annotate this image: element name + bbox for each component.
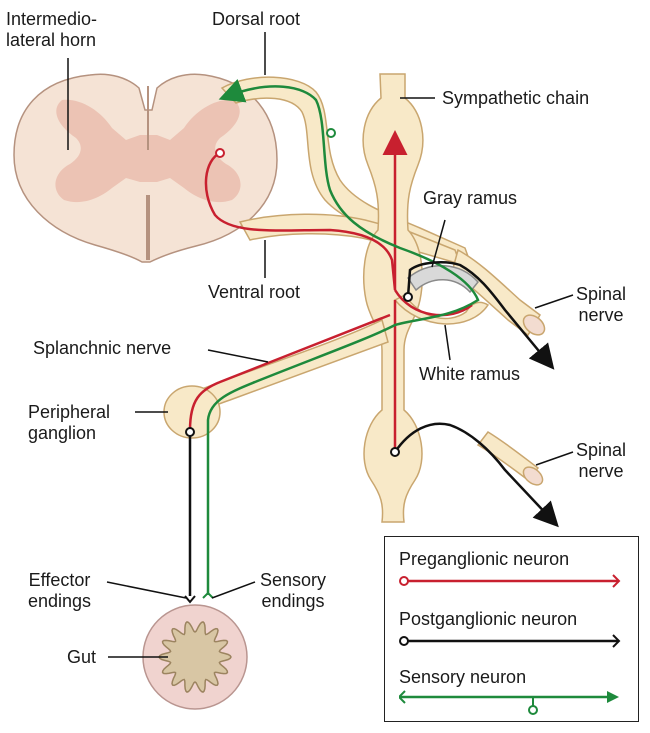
label-peripheral-ganglion-line2: ganglion: [28, 423, 97, 443]
lower-spinal-nerve-cut: [522, 466, 544, 486]
label-spinal-nerve-lower: Spinal nerve: [576, 440, 626, 482]
upper-spinal-nerve-cut: [522, 314, 546, 336]
chain-ganglion-cell-lower: [390, 447, 400, 457]
leader-spinal-nerve-lower: [535, 451, 574, 466]
gray-ramus: [406, 265, 479, 294]
white-ramus: [393, 294, 490, 325]
label-peripheral-ganglion-line1: Peripheral: [28, 402, 111, 422]
lower-spinal-nerve: [476, 431, 540, 482]
gut: [142, 604, 248, 710]
label-sensory-endings: Sensory endings: [260, 570, 326, 612]
legend-preganglionic-line: [399, 574, 621, 588]
label-gray-ramus: Gray ramus: [423, 188, 518, 208]
label-ventral-root: Ventral root: [208, 282, 301, 302]
legend-sensory-label: Sensory neuron: [399, 667, 527, 687]
legend-postganglionic-label: Postganglionic neuron: [399, 609, 578, 629]
label-sensory-endings-line2: endings: [261, 591, 325, 611]
label-gut: Gut: [67, 647, 97, 667]
chain-ganglion-cell-upper: [403, 292, 413, 302]
label-intermediolateral-horn-line1: Intermedio-: [6, 9, 98, 29]
preganglionic-neuron-to-chain: [204, 130, 408, 291]
label-sympathetic-chain: Sympathetic chain: [442, 88, 590, 108]
preganglionic-neuron-to-ganglion: [188, 313, 391, 431]
label-sensory-endings-line1: Sensory: [260, 570, 327, 590]
sensory-neuron-cell-body: [326, 128, 336, 138]
legend: Preganglionic neuron Postganglionic neur…: [384, 536, 639, 722]
effector-ending-mark: [184, 595, 196, 604]
label-spinal-nerve-lower-line2: nerve: [578, 461, 624, 481]
spinal-cord-gray-matter: [55, 99, 241, 203]
leader-splanchnic-nerve: [207, 349, 269, 363]
sympathetic-chain: [362, 73, 424, 523]
postganglionic-neuron-lower: [393, 422, 559, 528]
label-spinal-nerve-upper-line1: Spinal: [576, 284, 627, 304]
leader-white-ramus: [444, 324, 451, 361]
label-peripheral-ganglion: Peripheral ganglion: [28, 402, 110, 444]
label-intermediolateral-horn-line2: lateral horn: [6, 30, 97, 50]
legend-preganglionic-label: Preganglionic neuron: [399, 549, 570, 569]
legend-sensory-line: [399, 690, 619, 715]
leader-effector-endings: [106, 581, 187, 599]
label-spinal-nerve-lower-line1: Spinal: [576, 440, 627, 460]
preganglionic-cell-body: [215, 148, 225, 158]
label-effector-endings-line1: Effector: [28, 570, 91, 590]
label-splanchnic-nerve: Splanchnic nerve: [33, 338, 172, 358]
label-spinal-nerve-upper: Spinal nerve: [576, 284, 626, 326]
label-dorsal-root: Dorsal root: [212, 9, 301, 29]
leader-spinal-nerve-upper: [534, 294, 574, 309]
label-white-ramus: White ramus: [419, 364, 521, 384]
label-effector-endings-line2: endings: [28, 591, 92, 611]
postganglionic-neuron-upper: [406, 261, 555, 370]
sensory-neuron-path: [206, 78, 480, 595]
ventral-root: [238, 213, 462, 266]
sensory-ending-mark: [202, 591, 214, 599]
label-effector-endings: Effector endings: [28, 570, 91, 612]
spinal-cord: [13, 73, 278, 263]
preganglionic-neuron-white-ramus: [393, 289, 473, 317]
legend-postganglionic-line: [399, 634, 621, 648]
label-spinal-nerve-upper-line2: nerve: [578, 305, 624, 325]
leader-gray-ramus: [431, 219, 446, 268]
leader-sensory-endings: [211, 581, 256, 599]
label-intermediolateral-horn: Intermedio- lateral horn: [6, 9, 97, 51]
peripheral-ganglion-cell: [185, 427, 195, 437]
